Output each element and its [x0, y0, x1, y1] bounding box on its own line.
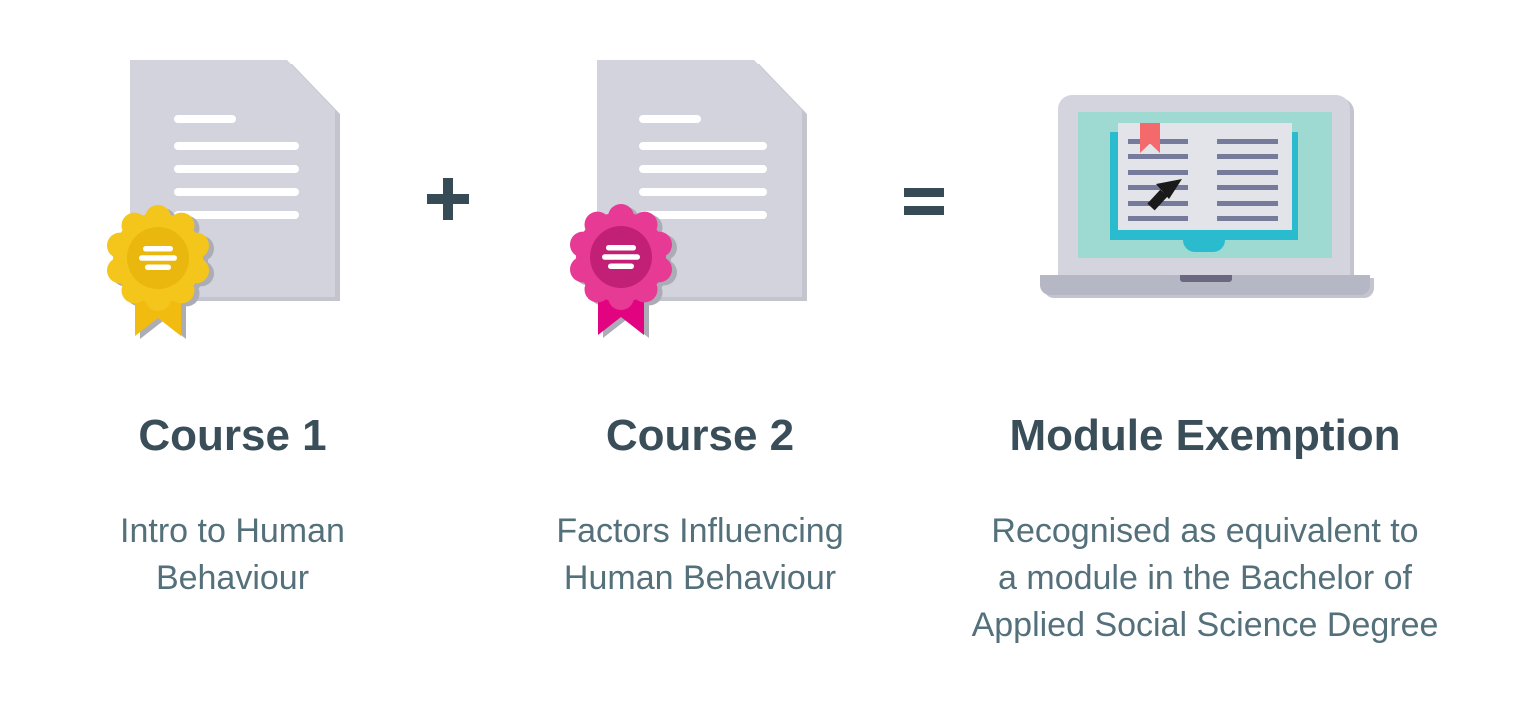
- page-text-line: [1217, 154, 1278, 159]
- plus-vertical-bar: [443, 178, 453, 220]
- module-exemption-description-line: Recognised as equivalent to: [991, 512, 1419, 550]
- cursor-arrow-icon: [1147, 179, 1182, 211]
- laptop-base: [1040, 275, 1370, 295]
- page-text-line: [1217, 216, 1278, 221]
- document-text-line: [174, 188, 299, 196]
- course-1-description-line: Intro to Human: [120, 512, 345, 550]
- page-text-line: [1128, 216, 1188, 221]
- course-1-description: Intro to Human Behaviour: [55, 508, 410, 602]
- module-exemption-description: Recognised as equivalent to a module in …: [935, 508, 1475, 649]
- page-text-line: [1128, 185, 1188, 190]
- document-text-line: [174, 165, 299, 173]
- laptop-ebook-icon: [1040, 95, 1370, 295]
- page-text-line: [1217, 201, 1278, 206]
- page-text-line: [1217, 185, 1278, 190]
- document-text-line: [174, 115, 236, 123]
- plus-operator: [427, 178, 469, 220]
- gold-rosette-badge-icon: [107, 205, 209, 336]
- page-text-line: [1128, 170, 1188, 175]
- course-2-description-line: Factors Influencing: [556, 512, 844, 550]
- document-text-line: [639, 115, 701, 123]
- book-spine-bump: [1183, 240, 1225, 252]
- pink-rosette-badge-icon: [570, 204, 672, 335]
- laptop-notch: [1180, 275, 1232, 282]
- document-text-line: [174, 211, 299, 219]
- equals-operator: [904, 188, 944, 215]
- course-1-description-line: Behaviour: [155, 559, 310, 597]
- document-text-line: [639, 142, 767, 150]
- page-text-line: [1217, 170, 1278, 175]
- bookmark-icon: [1140, 123, 1160, 153]
- course-1-title: Course 1: [138, 411, 327, 460]
- document-text-line: [639, 211, 767, 219]
- equals-bottom-bar: [904, 206, 944, 215]
- course-2-title: Course 2: [605, 411, 795, 460]
- course-2-description-line: Human Behaviour: [563, 559, 837, 597]
- course-2-description: Factors Influencing Human Behaviour: [510, 508, 890, 602]
- open-book-pages: [1118, 123, 1292, 230]
- document-text-line: [174, 142, 299, 150]
- module-exemption-title: Module Exemption: [1009, 411, 1401, 460]
- document-text-line: [639, 188, 767, 196]
- module-exemption-description-line: a module in the Bachelor of: [998, 559, 1412, 597]
- equals-top-bar: [904, 188, 944, 197]
- page-text-line: [1217, 139, 1278, 144]
- module-exemption-description-line: Applied Social Science Degree: [971, 606, 1439, 644]
- document-text-line: [639, 165, 767, 173]
- page-text-line: [1128, 154, 1188, 159]
